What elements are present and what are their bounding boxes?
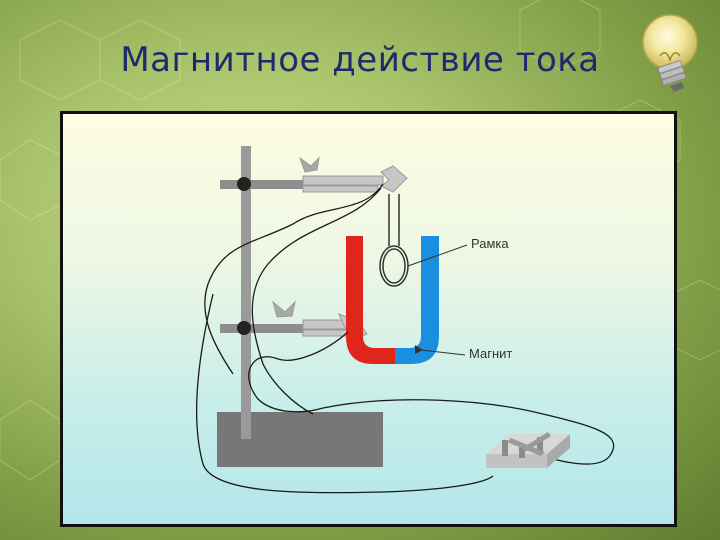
horseshoe-magnet bbox=[346, 236, 439, 364]
upper-arm bbox=[220, 180, 332, 189]
light-bulb-icon bbox=[642, 14, 698, 92]
magnet-label: Магнит bbox=[469, 346, 513, 361]
frame-pointer bbox=[407, 244, 468, 267]
upper-clamp-joint bbox=[237, 177, 251, 191]
frame-label: Рамка bbox=[471, 236, 509, 251]
experiment-diagram bbox=[196, 146, 615, 494]
lower-clamp-joint bbox=[237, 321, 251, 335]
diagram-panel: Рамка Магнит bbox=[60, 111, 677, 527]
slide-title: Магнитное действие тока bbox=[120, 40, 600, 80]
magnet-pointer bbox=[420, 349, 466, 356]
wire-loop bbox=[379, 194, 409, 287]
lower-arm bbox=[220, 324, 332, 333]
stand-rod bbox=[241, 146, 251, 439]
knife-switch bbox=[486, 432, 570, 468]
connecting-wires bbox=[196, 183, 615, 494]
upper-clamp bbox=[298, 156, 408, 193]
